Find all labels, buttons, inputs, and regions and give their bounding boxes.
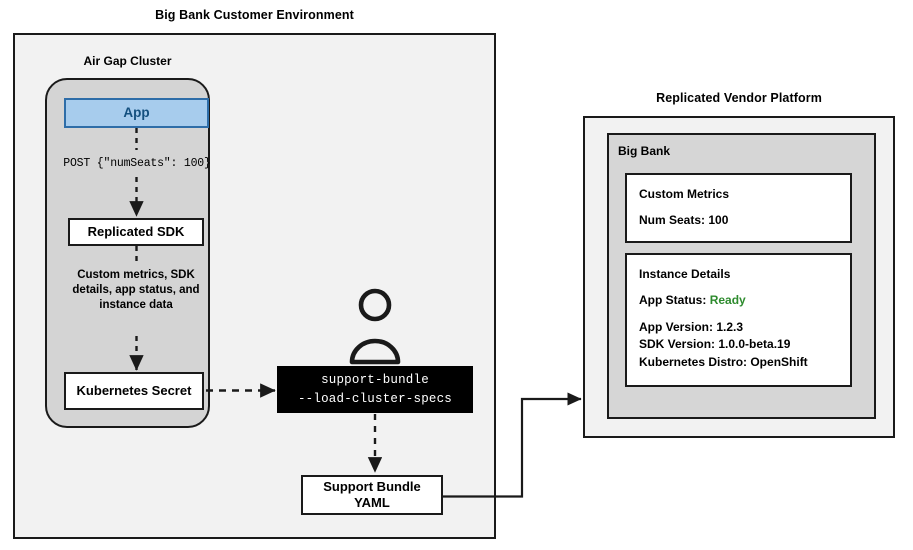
customer-environment-title: Big Bank Customer Environment [155,8,354,22]
node-app-label: App [123,104,150,120]
instance-details-heading: Instance Details [639,267,731,281]
node-kubernetes-secret-label: Kubernetes Secret [76,382,192,398]
support-bundle-yaml-line-1: Support Bundle [323,478,421,494]
node-support-bundle-yaml[interactable]: Support Bundle YAML [301,475,443,515]
cli-command-line-1: support-bundle [321,373,429,388]
custom-metrics-row-num-seats: Num Seats: 100 [639,213,729,228]
air-gap-cluster-label: Air Gap Cluster [83,54,172,68]
spacer [639,203,838,212]
node-support-bundle-cli[interactable]: support-bundle --load-cluster-specs [277,366,473,413]
instance-details-app-version: App Version: 1.2.3 [639,319,744,334]
node-app[interactable]: App [64,98,209,128]
air-gap-cluster-container [45,78,210,428]
edge-label-app-to-sdk: POST {"numSeats": 100} [63,157,211,170]
node-replicated-sdk[interactable]: Replicated SDK [68,218,204,246]
spacer [639,310,838,319]
custom-metrics-heading: Custom Metrics [639,187,730,201]
instance-details-app-status: App Status: Ready [639,292,838,309]
cli-command-line-2: --load-cluster-specs [297,391,453,406]
instance-details-k8s-distro: Kubernetes Distro: OpenShift [639,354,808,369]
tenant-label-big-bank: Big Bank [618,144,671,158]
node-kubernetes-secret[interactable]: Kubernetes Secret [64,372,204,410]
node-replicated-sdk-label: Replicated SDK [87,223,185,239]
vendor-platform-title: Replicated Vendor Platform [656,91,822,105]
instance-details-sdk-version: SDK Version: 1.0.0-beta.19 [639,337,791,352]
status-badge-ready: Ready [709,293,746,308]
edge-label-sdk-to-secret: Custom metrics, SDK details, app status,… [72,269,200,311]
panel-instance-details[interactable]: Instance Details App Status: Ready App V… [625,253,852,387]
panel-custom-metrics[interactable]: Custom Metrics Num Seats: 100 [625,173,852,243]
support-bundle-yaml-line-2: YAML [354,495,390,510]
spacer [639,283,838,292]
app-status-label: App Status: [639,293,707,308]
